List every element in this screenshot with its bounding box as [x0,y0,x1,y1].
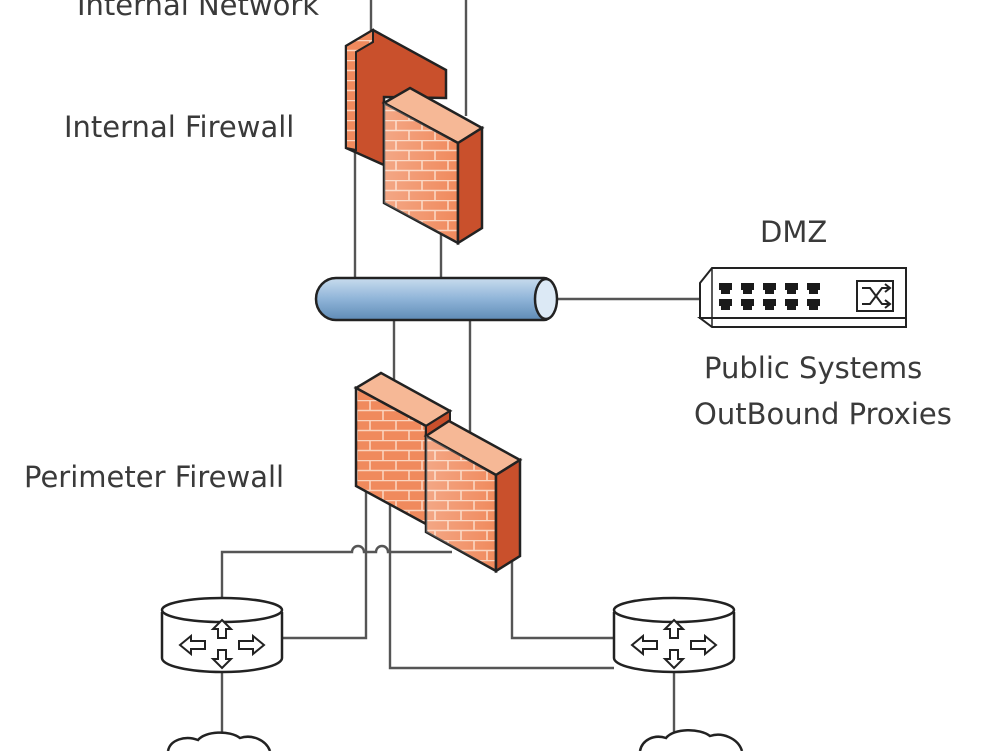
internal-network-label: Internal Network [77,0,320,22]
link-fw-router-left-b [282,490,368,640]
dmz-label: DMZ [760,215,828,249]
switch-icon [697,267,907,328]
perimeter-firewall-label: Perimeter Firewall [24,460,285,494]
cloud-icon [166,731,272,751]
outbound-proxies-label: OutBound Proxies [694,397,952,431]
firewall-icon [423,419,523,574]
link-fw-router-right-b [510,560,614,640]
cloud-icon [638,729,744,751]
internal-firewall-label: Internal Firewall [64,110,295,144]
link-fw-router-right-a [388,500,614,670]
public-systems-label: Public Systems [704,351,923,385]
firewall-icon [353,371,453,527]
router-icon [612,596,736,674]
firewall-icon [381,86,485,246]
network-bus-icon [314,276,559,322]
router-icon [160,596,284,674]
link-fw-router-left-a [220,544,452,602]
